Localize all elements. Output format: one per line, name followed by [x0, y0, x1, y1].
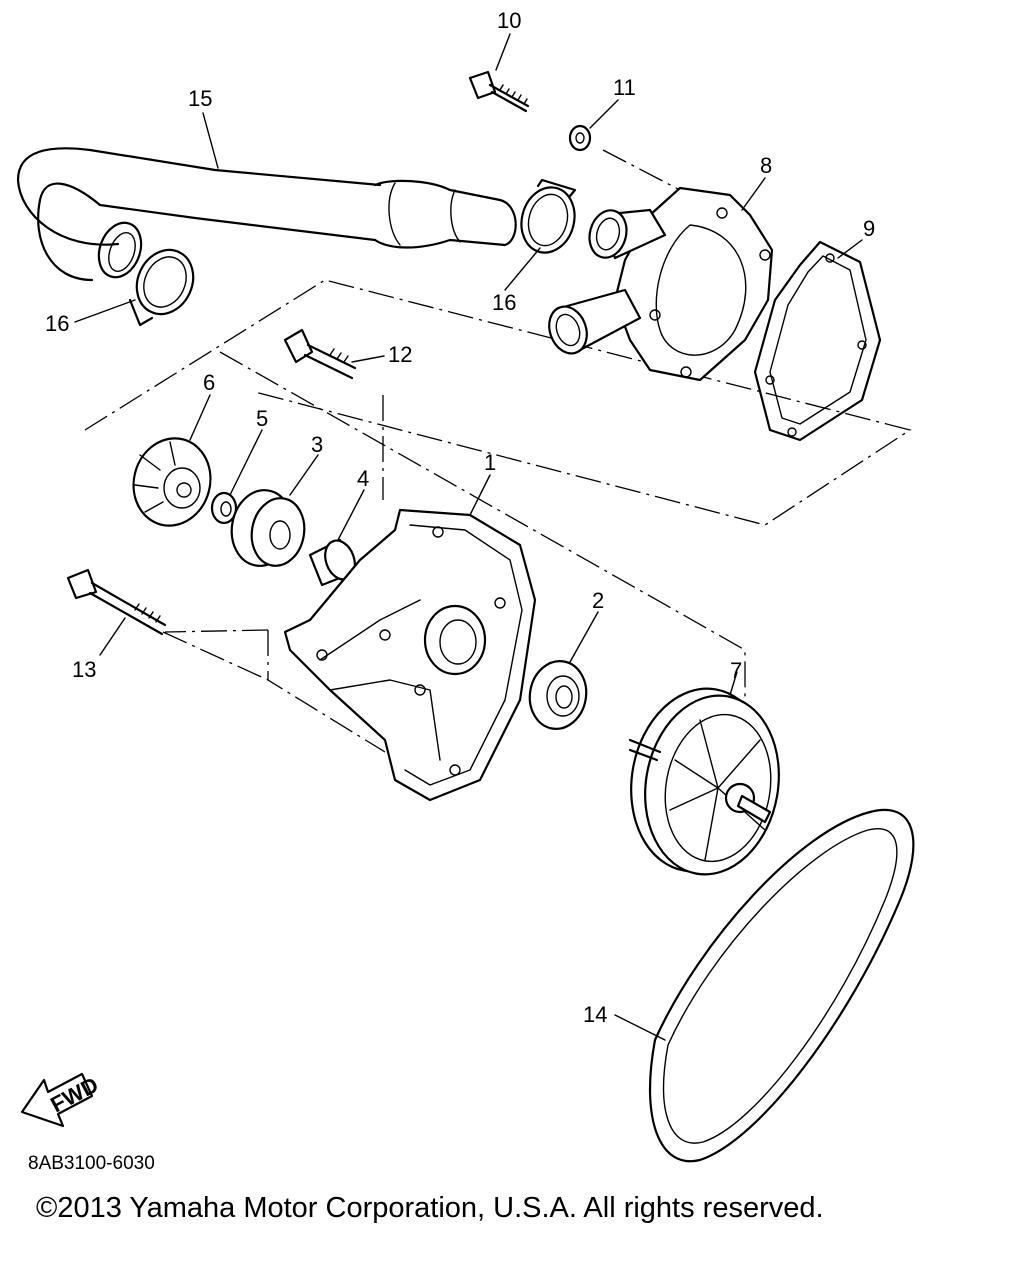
pump-cover [548, 186, 774, 382]
washer-5 [210, 491, 238, 525]
fwd-direction-arrow: FWD [20, 1072, 102, 1128]
callout-3: 3 [311, 432, 323, 457]
callout-16-left: 16 [45, 311, 69, 336]
pulley-shaft [628, 687, 780, 876]
callout-10: 10 [497, 8, 521, 33]
callout-4: 4 [357, 466, 369, 491]
bolt-13 [66, 568, 167, 636]
bolt-10 [468, 70, 530, 113]
diagram-part-code: 8AB3100-6030 [28, 1153, 155, 1174]
callout-1: 1 [484, 450, 496, 475]
mechanical-seal [230, 489, 306, 567]
assembly-guide-lines [84, 149, 912, 753]
callout-15: 15 [188, 86, 212, 111]
callout-7: 7 [730, 658, 742, 683]
callout-5: 5 [256, 406, 268, 431]
callout-8: 8 [760, 153, 772, 178]
cover-gasket [753, 240, 882, 442]
radiator-hose [16, 147, 517, 282]
washer-11 [568, 124, 592, 152]
v-belt [648, 808, 915, 1163]
pump-housing [283, 508, 537, 802]
copyright-notice: ©2013 Yamaha Motor Corporation, U.S.A. A… [36, 1192, 824, 1224]
callout-9: 9 [863, 216, 875, 241]
impeller [132, 437, 212, 527]
callout-14: 14 [583, 1002, 607, 1027]
callout-11: 11 [613, 75, 636, 100]
callout-labels: 10 11 8 9 15 16 16 12 6 5 3 4 1 2 7 13 1… [45, 8, 875, 1027]
hose-clamp-left [128, 248, 195, 327]
bolt-12 [283, 328, 357, 380]
bearing [528, 660, 588, 730]
callout-12: 12 [388, 342, 412, 367]
callout-2: 2 [592, 588, 604, 613]
hose-clamp-right [520, 178, 577, 254]
collar-4 [308, 538, 357, 587]
callout-leader-lines [74, 33, 863, 1041]
callout-13: 13 [72, 657, 96, 682]
callout-6: 6 [203, 370, 215, 395]
callout-16-right: 16 [492, 290, 516, 315]
